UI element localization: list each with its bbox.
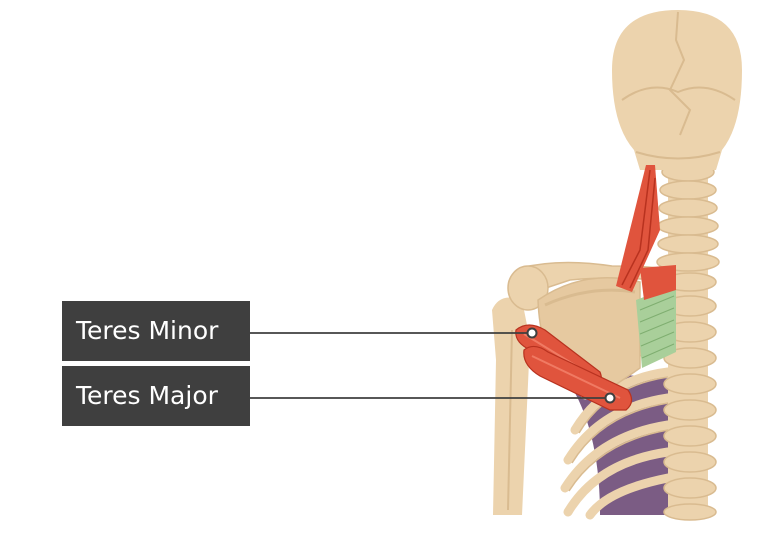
- levator-scapulae-muscle: [616, 165, 676, 300]
- teres-minor-pointer-dot: [526, 327, 538, 339]
- teres-major-label: Teres Major: [62, 366, 250, 426]
- teres-major-muscle: [523, 345, 633, 411]
- humerus: [492, 297, 530, 515]
- rhomboid-muscle: [636, 285, 676, 368]
- teres-major-pointer-dot: [604, 392, 616, 404]
- skull: [612, 10, 742, 170]
- teres-minor-label: Teres Minor: [62, 301, 250, 361]
- leader-lines: [250, 332, 610, 399]
- vertebral-column: [656, 160, 720, 521]
